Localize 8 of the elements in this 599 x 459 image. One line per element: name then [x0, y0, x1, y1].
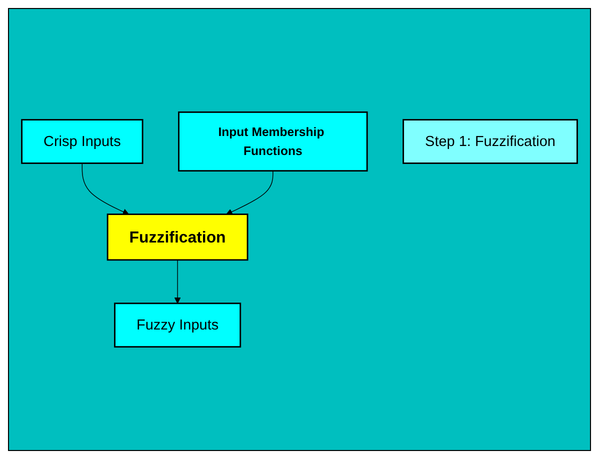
- arrow: [226, 170, 274, 215]
- arrow: [174, 260, 181, 304]
- node-box: Step 1: Fuzzification: [402, 119, 578, 164]
- node-box: Crisp Inputs: [21, 119, 144, 164]
- node-box: Fuzzy Inputs: [114, 302, 242, 348]
- node-box: Input Membership Functions: [178, 111, 368, 172]
- arrow: [82, 162, 129, 215]
- node-box: Fuzzification: [106, 214, 248, 261]
